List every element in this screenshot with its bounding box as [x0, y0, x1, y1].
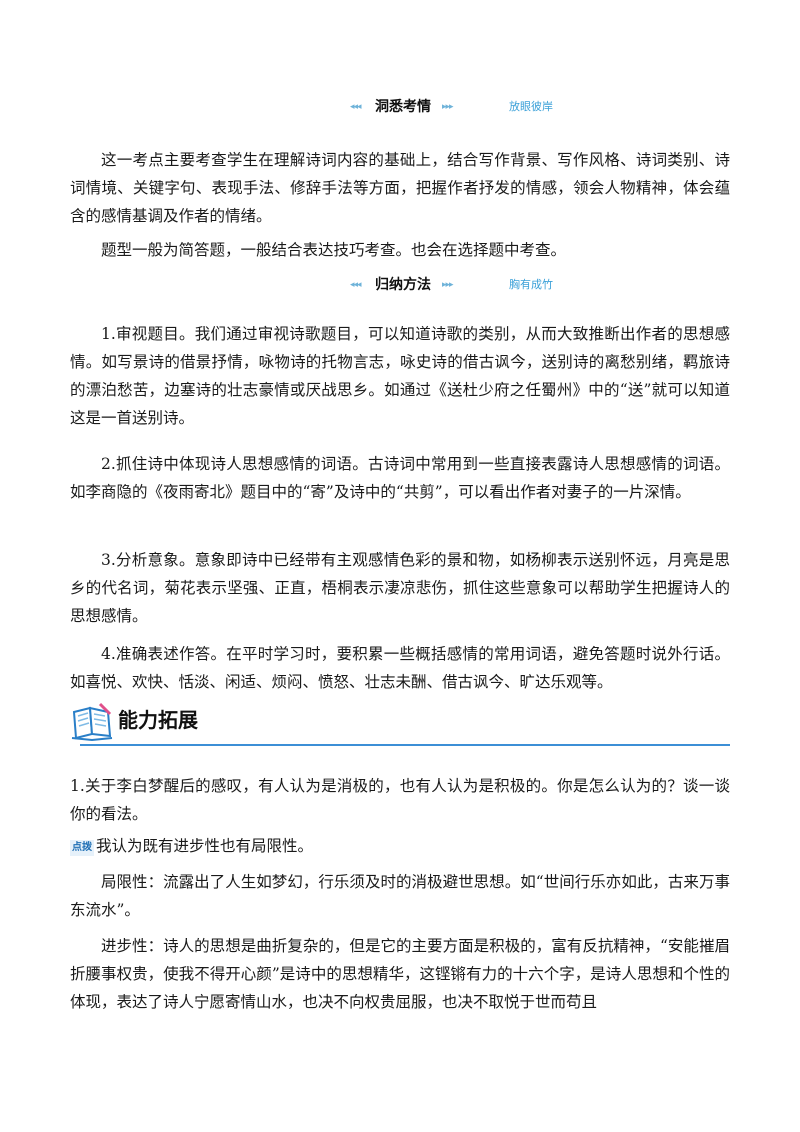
answer-intro-line: 点拨我认为既有进步性也有局限性。: [70, 832, 730, 860]
paragraph: 进步性：诗人的思想是曲折复杂的，但是它的主要方面是积极的，富有反抗精神，“安能摧…: [70, 937, 730, 1011]
left-arrows-icon: ◂◂◂: [350, 280, 362, 290]
question-text: 1.关于李白梦醒后的感叹，有人认为是消极的，也有人认为是积极的。你是怎么认为的？…: [70, 777, 730, 823]
paragraph: 2.抓住诗中体现诗人思想感情的词语。古诗词中常用到一些直接表露诗人思想感情的词语…: [70, 455, 730, 501]
section-subtitle-1: 放眼彼岸: [509, 100, 553, 113]
banner-rule: [80, 744, 730, 746]
paragraph: 这一考点主要考查学生在理解诗词内容的基础上，结合写作背景、写作风格、诗词类别、诗…: [70, 151, 730, 225]
ability-banner: 能力拓展: [70, 700, 730, 746]
tip-badge: 点拨: [70, 840, 94, 856]
paragraph: 1.审视题目。我们通过审视诗歌题目，可以知道诗歌的类别，从而大致推断出作者的思想…: [70, 325, 730, 427]
left-arrows-icon: ◂◂◂: [350, 102, 362, 112]
section-subtitle-2: 胸有成竹: [509, 278, 553, 291]
paragraph: 4.准确表述作答。在平时学习时，要积累一些概括感情的常用词语，避免答题时说外行话…: [70, 645, 730, 691]
right-arrows-icon: ▸▸▸: [442, 102, 454, 112]
paragraph: 题型一般为简答题，一般结合表达技巧考查。也会在选择题中考查。: [101, 241, 567, 259]
right-arrows-icon: ▸▸▸: [442, 280, 454, 290]
section-header-2: ◂◂◂ 归纳方法 ▸▸▸ 胸有成竹: [0, 274, 800, 298]
section-title-1: 洞悉考情: [375, 99, 431, 115]
book-icon: [71, 702, 113, 742]
paragraph: 3.分析意象。意象即诗中已经带有主观感情色彩的景和物，如杨柳表示送别怀远，月亮是…: [70, 551, 730, 625]
answer-intro: 我认为既有进步性也有局限性。: [96, 837, 314, 855]
section-header-1: ◂◂◂ 洞悉考情 ▸▸▸ 放眼彼岸: [0, 96, 800, 120]
paragraph: 局限性：流露出了人生如梦幻，行乐须及时的消极避世思想。如“世间行乐亦如此，古来万…: [70, 873, 730, 919]
section-title-2: 归纳方法: [375, 277, 431, 293]
banner-title: 能力拓展: [118, 708, 198, 732]
